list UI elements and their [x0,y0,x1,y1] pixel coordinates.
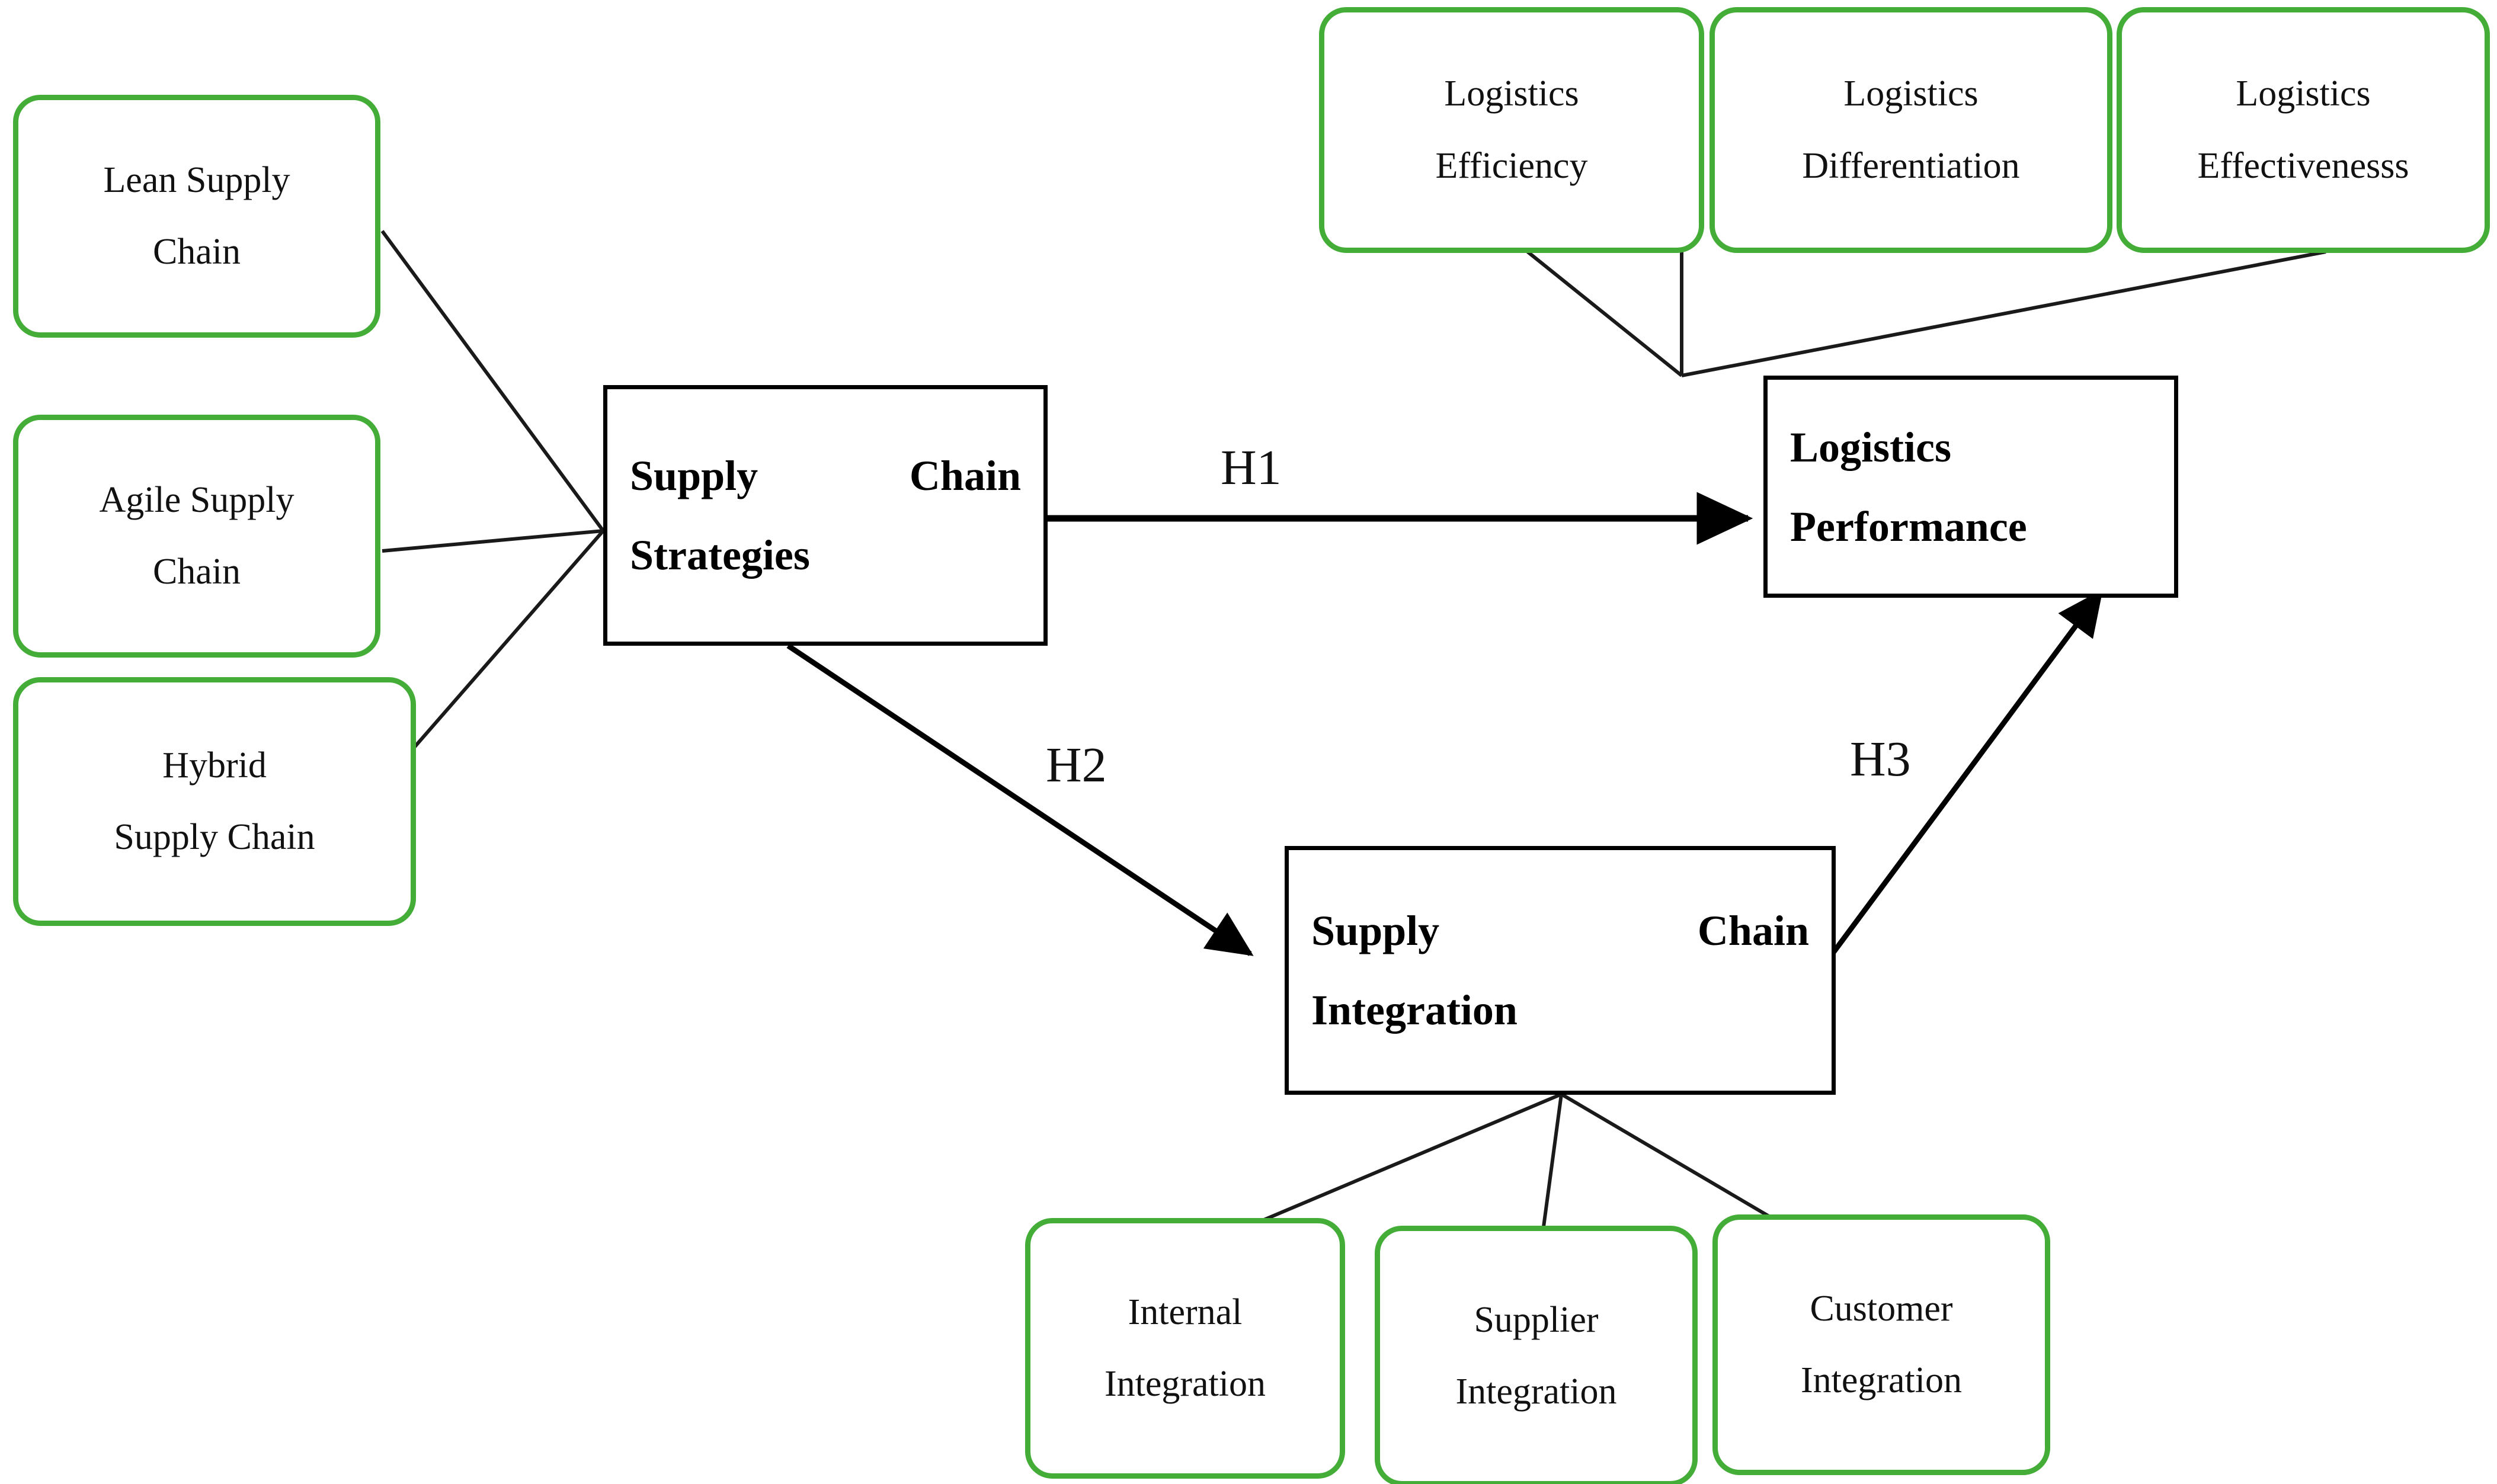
node-supplier-integration[interactable]: Supplier Integration [1375,1226,1698,1484]
node-label-line2: Integration [1455,1371,1617,1412]
node-label-line1: Internal [1128,1291,1243,1332]
node-logistics-differentiation[interactable]: Logistics Differentiation [1710,7,2112,253]
node-label-line1-left: Supply [630,452,758,499]
node-label-line2: Chain [152,552,241,592]
hypothesis-label-h3: H3 [1850,732,1911,787]
node-label-line1: Logistics [1843,73,1979,114]
node-label-line2: Integration [1311,986,1518,1034]
node-supply-chain-strategies[interactable]: Supply Chain Strategies [603,385,1048,646]
node-label-line1: Supplier [1474,1299,1599,1340]
node-label-line1-right: Chain [1697,907,1809,954]
node-label-line2: Supply Chain [114,817,315,857]
node-label-line1: Logistics [2236,73,2371,114]
node-label-line2: Performance [1790,502,2027,550]
node-label-line2: Efficiency [1435,145,1588,186]
node-logistics-effectiveness[interactable]: Logistics Effectivenesss [2117,7,2490,253]
node-label-line2: Integration [1104,1364,1266,1404]
node-label-line1: Supply Chain [607,454,1043,497]
node-logistics-efficiency[interactable]: Logistics Efficiency [1319,7,1704,253]
node-label-line2: Strategies [630,531,810,579]
hypothesis-label-h2: H2 [1046,738,1107,793]
node-label-line2: Differentiation [1802,145,2020,186]
node-label-line1-left: Supply [1311,907,1440,954]
node-label-line1-right: Chain [909,452,1021,499]
arrow-h2 [786,643,1254,956]
node-agile-supply-chain[interactable]: Agile Supply Chain [13,415,380,658]
hypothesis-label-h1: H1 [1221,440,1282,495]
node-customer-integration[interactable]: Customer Integration [1712,1214,2050,1475]
node-supply-chain-integration[interactable]: Supply Chain Integration [1285,846,1836,1095]
node-label-line1: Supply Chain [1289,909,1832,952]
node-label-line1: Hybrid [162,745,267,786]
node-label-line1: Lean Supply [103,159,290,200]
link-agile-to-strategies [382,529,604,553]
node-internal-integration[interactable]: Internal Integration [1025,1218,1345,1479]
link-lean-to-strategies [380,230,605,532]
node-label-line1: Logistics [1790,423,1952,471]
node-logistics-performance[interactable]: Logistics Performance [1763,376,2178,598]
node-label-line2: Chain [152,232,241,272]
node-label-line1: Logistics [1444,73,1579,114]
node-label-line2: Effectivenesss [2197,145,2409,186]
link-efficiency-to-performance [1526,250,1683,377]
node-label-line1: Agile Supply [99,479,294,520]
node-label-line2: Integration [1800,1360,1962,1400]
node-lean-supply-chain[interactable]: Lean Supply Chain [13,95,380,338]
link-hybrid-to-strategies [407,530,605,755]
node-label-line1: Customer [1810,1288,1953,1329]
link-effectiveness-to-performance [1681,250,2326,377]
node-hybrid-supply-chain[interactable]: Hybrid Supply Chain [13,677,416,926]
